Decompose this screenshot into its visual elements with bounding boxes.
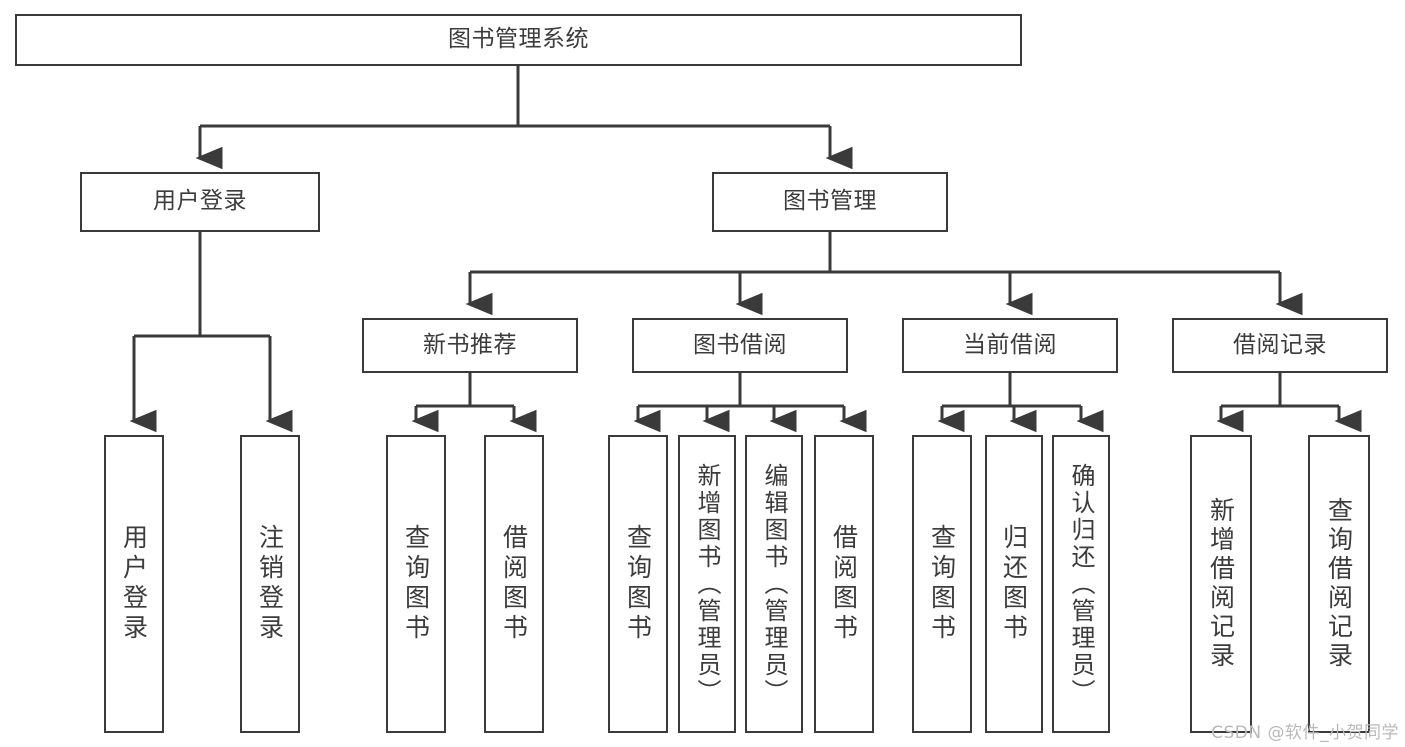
- node-leaf-query-book-1-label: 查询图书: [401, 524, 431, 644]
- node-leaf-query-book-3[interactable]: 查询图书: [912, 435, 972, 733]
- node-leaf-confirm-return-admin[interactable]: 确认归还（管理员）: [1052, 435, 1110, 733]
- node-leaf-confirm-return-admin-label: 确认归还（管理员）: [1067, 462, 1095, 706]
- node-root[interactable]: 图书管理系统: [15, 14, 1022, 66]
- node-current-borrow-label: 当前借阅: [963, 331, 1057, 358]
- csdn-watermark: CSDN @软件_小贺同学: [1211, 723, 1399, 743]
- node-root-label: 图书管理系统: [448, 26, 589, 53]
- node-leaf-query-book-2-label: 查询图书: [623, 524, 653, 644]
- node-leaf-user-logout-label: 注销登录: [255, 524, 285, 644]
- node-borrow-records[interactable]: 借阅记录: [1172, 318, 1388, 373]
- node-leaf-add-book-admin[interactable]: 新增图书（管理员）: [678, 435, 736, 733]
- node-new-book-recommend-label: 新书推荐: [423, 331, 517, 358]
- node-book-borrow-label: 图书借阅: [693, 331, 787, 358]
- node-book-management-label: 图书管理: [783, 188, 877, 215]
- node-book-borrow[interactable]: 图书借阅: [632, 318, 848, 373]
- node-leaf-add-borrow-record-label: 新增借阅记录: [1206, 497, 1236, 671]
- node-leaf-add-book-admin-label: 新增图书（管理员）: [693, 462, 721, 706]
- node-leaf-return-book[interactable]: 归还图书: [985, 435, 1043, 733]
- node-user-login-label: 用户登录: [153, 188, 247, 215]
- node-leaf-user-logout[interactable]: 注销登录: [240, 435, 300, 733]
- node-leaf-user-login-label: 用户登录: [119, 524, 149, 644]
- node-new-book-recommend[interactable]: 新书推荐: [362, 318, 578, 373]
- node-leaf-borrow-book-2[interactable]: 借阅图书: [814, 435, 874, 733]
- node-leaf-edit-book-admin-label: 编辑图书（管理员）: [760, 462, 788, 706]
- node-leaf-borrow-book-1[interactable]: 借阅图书: [484, 435, 544, 733]
- node-leaf-borrow-book-1-label: 借阅图书: [499, 524, 529, 644]
- node-book-management[interactable]: 图书管理: [712, 172, 948, 232]
- node-leaf-query-borrow-record-label: 查询借阅记录: [1324, 497, 1354, 671]
- node-leaf-user-login[interactable]: 用户登录: [104, 435, 164, 733]
- node-leaf-query-book-1[interactable]: 查询图书: [386, 435, 446, 733]
- node-leaf-add-borrow-record[interactable]: 新增借阅记录: [1190, 435, 1252, 733]
- node-leaf-query-book-3-label: 查询图书: [927, 524, 957, 644]
- node-leaf-borrow-book-2-label: 借阅图书: [829, 524, 859, 644]
- node-user-login[interactable]: 用户登录: [80, 172, 320, 232]
- node-leaf-query-book-2[interactable]: 查询图书: [608, 435, 668, 733]
- node-leaf-query-borrow-record[interactable]: 查询借阅记录: [1308, 435, 1370, 733]
- node-leaf-return-book-label: 归还图书: [999, 524, 1029, 644]
- node-borrow-records-label: 借阅记录: [1233, 331, 1327, 358]
- node-leaf-edit-book-admin[interactable]: 编辑图书（管理员）: [745, 435, 803, 733]
- node-current-borrow[interactable]: 当前借阅: [902, 318, 1118, 373]
